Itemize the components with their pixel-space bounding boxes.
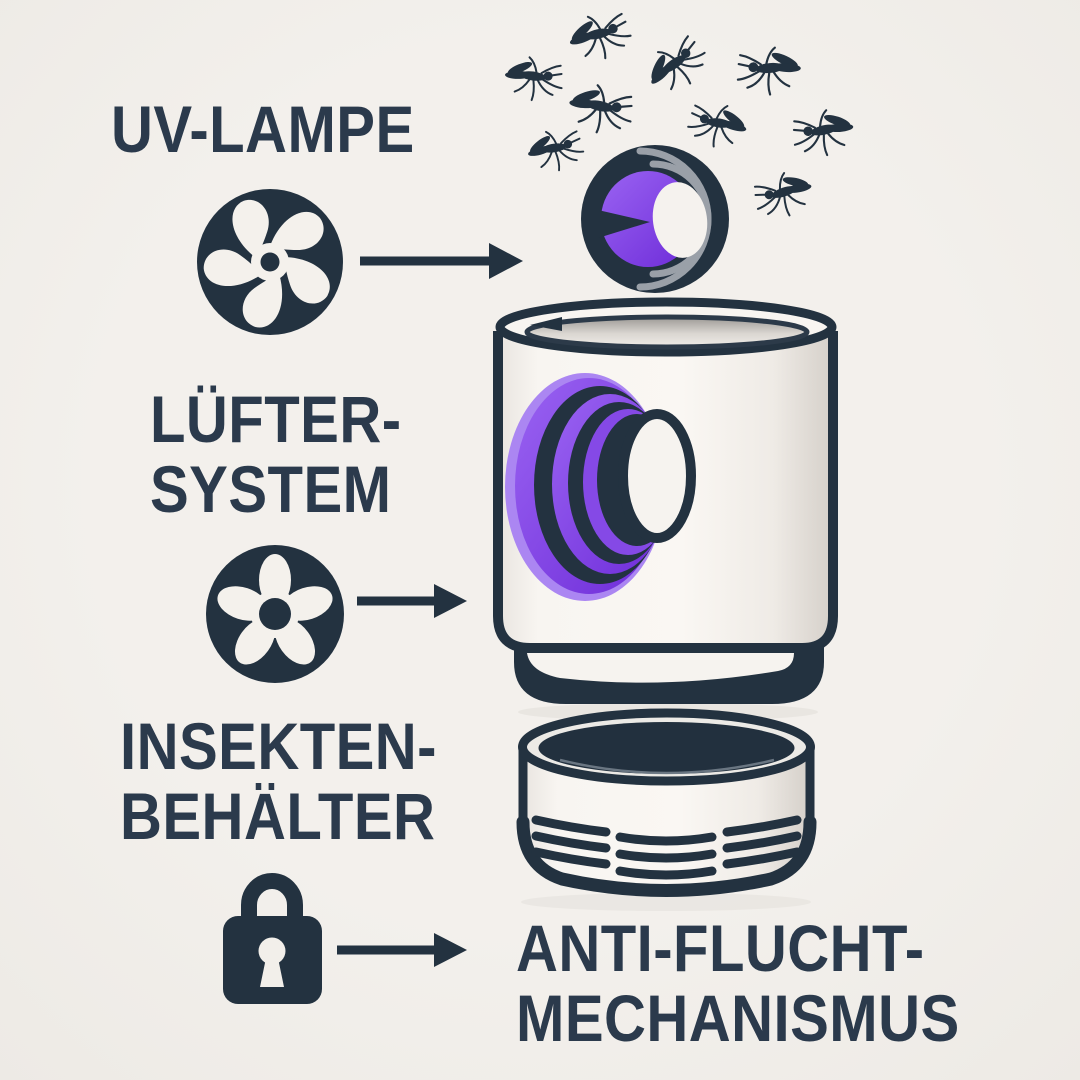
vent-slats — [531, 815, 802, 880]
container-shadow — [521, 893, 811, 911]
label-anti-escape-line1: ANTI-FLUCHT- — [516, 911, 925, 985]
label-insect-container-line2: BEHÄLTER — [120, 779, 436, 853]
label-anti-escape-line2: MECHANISMUS — [516, 981, 960, 1055]
label-fan-system: LÜFTER- SYSTEM — [150, 384, 401, 524]
lock-icon — [223, 873, 322, 1004]
label-anti-escape: ANTI-FLUCHT- MECHANISMUS — [516, 913, 960, 1053]
uv-light-opening — [505, 373, 696, 601]
label-insect-container-line1: INSEKTEN- — [120, 709, 437, 783]
arrow-right-icon — [337, 933, 467, 967]
label-fan-system-line1: LÜFTER- — [150, 382, 402, 456]
fan-icon — [206, 545, 344, 683]
label-fan-system-line2: SYSTEM — [150, 452, 392, 526]
insect-container — [516, 708, 817, 897]
label-insect-container: INSEKTEN- BEHÄLTER — [120, 711, 437, 851]
label-uv-lamp: UV-LAMPE — [111, 92, 415, 166]
arrow-right-icon — [357, 584, 467, 618]
arrow-right-icon — [360, 243, 523, 279]
device-foot — [514, 646, 824, 704]
device-body — [493, 297, 838, 704]
uv-lamp-ring — [581, 145, 729, 293]
fan-icon — [197, 189, 343, 335]
